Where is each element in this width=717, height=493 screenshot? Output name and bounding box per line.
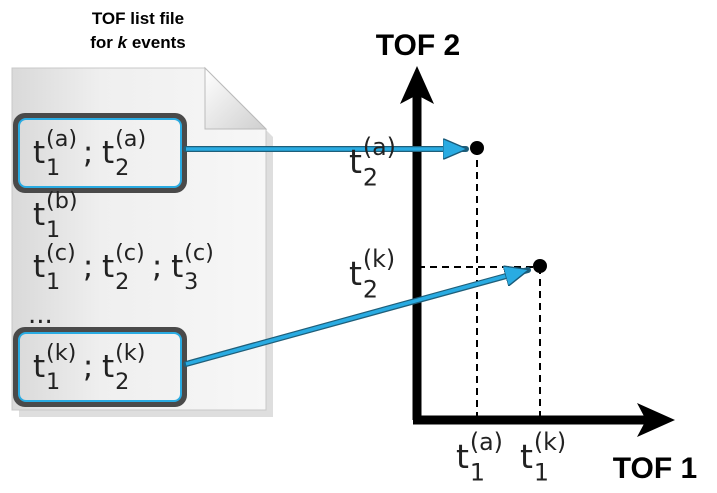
entry-c-term-2-base: t	[102, 249, 114, 285]
entry-c-term-3-superscript: (c)	[184, 240, 214, 266]
x-tick-label-k-superscript: (k)	[534, 428, 566, 456]
x-tick-label-k-base: t	[520, 437, 533, 476]
entry-k-term-1-base: t	[33, 349, 45, 385]
y-tick-label-k-superscript: (k)	[363, 245, 395, 273]
point-a	[470, 141, 484, 155]
x-axis-arrowhead	[637, 403, 675, 437]
mapping-arrows	[183, 149, 531, 367]
entry-a-term-2-subscript: 2	[115, 155, 129, 181]
entry-a-term-1-base: t	[33, 135, 45, 171]
y-tick-label-a: t(a) 2	[349, 133, 396, 192]
entry-k-term-2-subscript: 2	[115, 369, 129, 395]
file-title-line2-post: events	[127, 33, 186, 52]
x-tick-label-k: t(k) 1	[520, 428, 566, 487]
entry-a-term-2-superscript: (a)	[115, 126, 146, 152]
x-tick-label-k-subscript: 1	[534, 459, 549, 487]
entry-c-term-3-base: t	[171, 249, 183, 285]
point-k	[533, 259, 547, 273]
y-tick-label-a-subscript: 2	[363, 164, 378, 192]
x-axis-label: TOF 1	[613, 452, 697, 485]
entry-c-term-1: t(c) 1	[33, 240, 76, 295]
entry-c-term-2-superscript: (c)	[115, 240, 145, 266]
entry-a-term-2: t(a) 2	[102, 126, 146, 181]
file-title-line1: TOF list file	[92, 9, 184, 28]
entry-c-term-1-base: t	[33, 249, 45, 285]
entry-a-term-1-superscript: (a)	[46, 126, 77, 152]
y-tick-label-k-subscript: 2	[363, 276, 378, 304]
axis-tick-labels: t(a)1t(a)2t(k)1t(k)2	[349, 133, 566, 487]
entry-c-term-2-subscript: 2	[115, 269, 129, 295]
entry-k-term-2-superscript: (k)	[115, 340, 145, 366]
y-axis-label: TOF 2	[376, 29, 460, 62]
file-entry-c: t(c)1; t(c)2; t(c)3	[33, 240, 214, 295]
plot-axes	[400, 66, 675, 437]
entry-c-term-1-subscript: 1	[46, 269, 60, 295]
file-entry-ellipsis: ...	[28, 300, 53, 330]
entry-k-term-1-subscript: 1	[46, 369, 60, 395]
entry-c-term-1-superscript: (c)	[46, 240, 76, 266]
highlight-box-k	[13, 327, 187, 407]
entry-k-term-1: t(k) 1	[33, 340, 76, 395]
entry-b-term-1-subscript: 1	[46, 217, 60, 243]
document-page	[11, 67, 267, 411]
entry-c-term-2: t(c) 2	[102, 240, 145, 295]
entry-c-term-3-subscript: 3	[184, 269, 198, 295]
highlight-box-a	[13, 113, 187, 193]
entry-b-term-1-base: t	[33, 197, 45, 233]
file-entries: t(a)1; t(a)2t(b)1t(c)1; t(c)2; t(c)3...t…	[28, 126, 214, 395]
entry-separator: ;	[83, 249, 93, 285]
file-title-line2-var: k	[118, 33, 129, 52]
document-fold-icon	[204, 66, 268, 130]
file-title-line2: for k events	[90, 33, 185, 52]
entry-separator: ;	[83, 135, 93, 171]
y-tick-label-a-base: t	[349, 142, 362, 181]
file-entry-k: t(k)1; t(k)2	[33, 340, 145, 395]
file-entry-a: t(a)1; t(a)2	[33, 126, 146, 181]
file-entry-ellipsis: ...	[28, 300, 53, 330]
x-tick-label-a-superscript: (a)	[470, 428, 503, 456]
y-tick-label-k-base: t	[349, 254, 362, 293]
y-tick-label-a-superscript: (a)	[363, 133, 396, 161]
entry-b-term-1: t(b) 1	[33, 188, 78, 243]
entry-b-term-1-superscript: (b)	[46, 188, 78, 214]
x-tick-label-a-base: t	[456, 437, 469, 476]
entry-k-term-2-base: t	[102, 349, 114, 385]
entry-a-term-1: t(a) 1	[33, 126, 77, 181]
x-tick-label-a-subscript: 1	[470, 459, 485, 487]
entry-k-term-2: t(k) 2	[102, 340, 145, 395]
entry-separator: ;	[83, 349, 93, 385]
entry-a-term-2-base: t	[102, 135, 114, 171]
entry-a-term-1-subscript: 1	[46, 155, 60, 181]
entry-c-term-3: t(c) 3	[171, 240, 214, 295]
file-entry-b: t(b) 1	[33, 188, 78, 243]
x-tick-label-a: t(a) 1	[456, 428, 503, 487]
entry-separator: ;	[152, 249, 162, 285]
y-tick-label-k: t(k) 2	[349, 245, 395, 304]
file-title-line2-pre: for	[90, 33, 117, 52]
entry-k-term-1-superscript: (k)	[46, 340, 76, 366]
y-axis-arrowhead	[400, 66, 434, 104]
